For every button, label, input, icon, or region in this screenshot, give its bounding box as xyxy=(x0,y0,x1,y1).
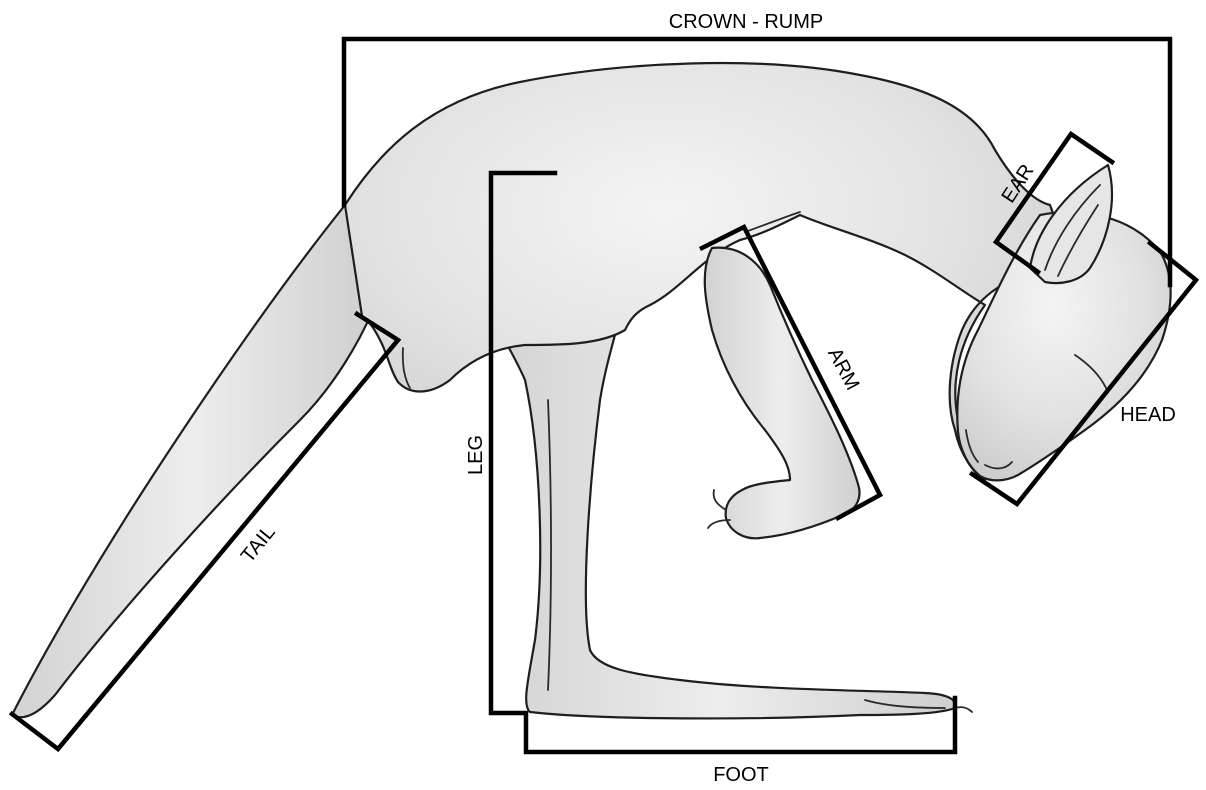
kangaroo-illustration xyxy=(12,63,1171,718)
kangaroo-tail xyxy=(12,205,372,717)
foot-label: FOOT xyxy=(713,764,769,785)
head-label: HEAD xyxy=(1120,404,1176,426)
kangaroo-body xyxy=(345,63,1057,480)
kangaroo-foreleg xyxy=(705,248,860,539)
leg-label: LEG xyxy=(465,435,487,475)
tail-bracket xyxy=(12,314,398,749)
arm-label: ARM xyxy=(823,344,863,394)
crown-rump-label: CROWN - RUMP xyxy=(669,11,823,33)
